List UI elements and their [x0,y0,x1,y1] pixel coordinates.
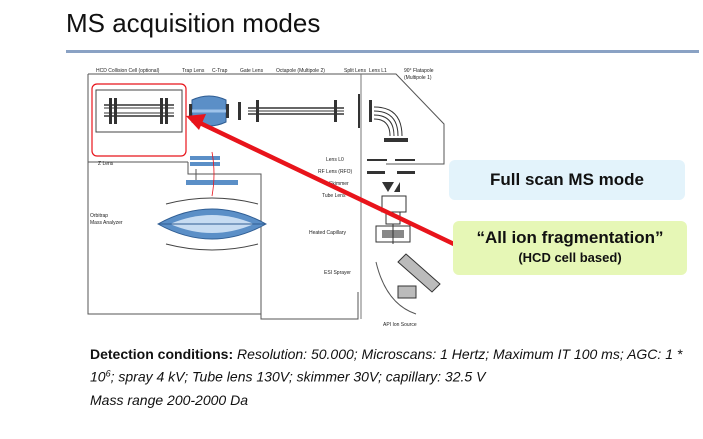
full-scan-label: Full scan MS mode [490,170,644,189]
label-orbitrap-2: Mass Analyzer [90,220,123,226]
z-lens [190,156,220,166]
hcd-cell [95,89,183,133]
slide-title: MS acquisition modes [66,8,321,38]
aif-subtitle: (HCD cell based) [518,250,622,265]
detection-conditions: Detection conditions: Resolution: 50.000… [90,345,690,387]
label-heated-capillary: Heated Capillary [309,230,346,236]
c-trap [189,95,229,127]
label-trap-lens: Trap Lens [182,68,205,74]
label-lens-l0: Lens L0 [326,157,344,163]
heated-capillary [375,224,411,244]
conditions-label: Detection conditions: [90,346,234,362]
label-flatapole-2: (Multipole 1) [404,75,432,81]
label-z-lens: Z Lens [98,161,114,167]
ion-source-optics [367,159,415,225]
full-scan-callout: Full scan MS mode [449,160,685,200]
label-c-trap: C-Trap [212,68,228,74]
conditions-text: Resolution: 50.000; Microscans: 1 Hertz;… [90,346,683,385]
label-split-lens: Split Lens [344,68,366,74]
conditions-text-after: ; spray 4 kV; Tube lens 130V; skimmer 30… [110,368,486,385]
orbitrap-schematic: HCD Collision Cell (optional) Trap Lens … [87,68,445,328]
lens-l1 [369,100,372,122]
aif-title: “All ion fragmentation” [476,228,664,247]
gate-lens [238,102,241,120]
label-esi-sprayer: ESI Sprayer [324,270,351,276]
mass-range: Mass range 200-2000 Da [90,392,248,408]
label-lens-l1: Lens L1 [369,68,387,74]
label-orbitrap-1: Orbitrap [90,213,108,219]
title-divider [66,50,699,53]
label-gate-lens: Gate Lens [240,68,264,74]
label-tube-lens: Tube Lens [322,193,346,199]
octapole [248,100,344,122]
label-api-source: API Ion Source [383,322,417,328]
aif-callout: “All ion fragmentation” (HCD cell based) [453,221,687,275]
orbitrap [156,151,268,251]
esi-sprayer [375,253,441,315]
label-flatapole-1: 90° Flatapole [404,68,434,74]
label-rf-lens: RF Lens (RFO) [318,169,353,175]
label-hcd: HCD Collision Cell (optional) [96,68,160,74]
label-octapole: Octapole (Multipole 2) [276,68,325,74]
conditions-superscript: 6 [105,368,111,378]
label-skimmer: Skimmer [329,181,349,187]
flatapole [373,106,408,142]
split-lens [358,94,360,128]
